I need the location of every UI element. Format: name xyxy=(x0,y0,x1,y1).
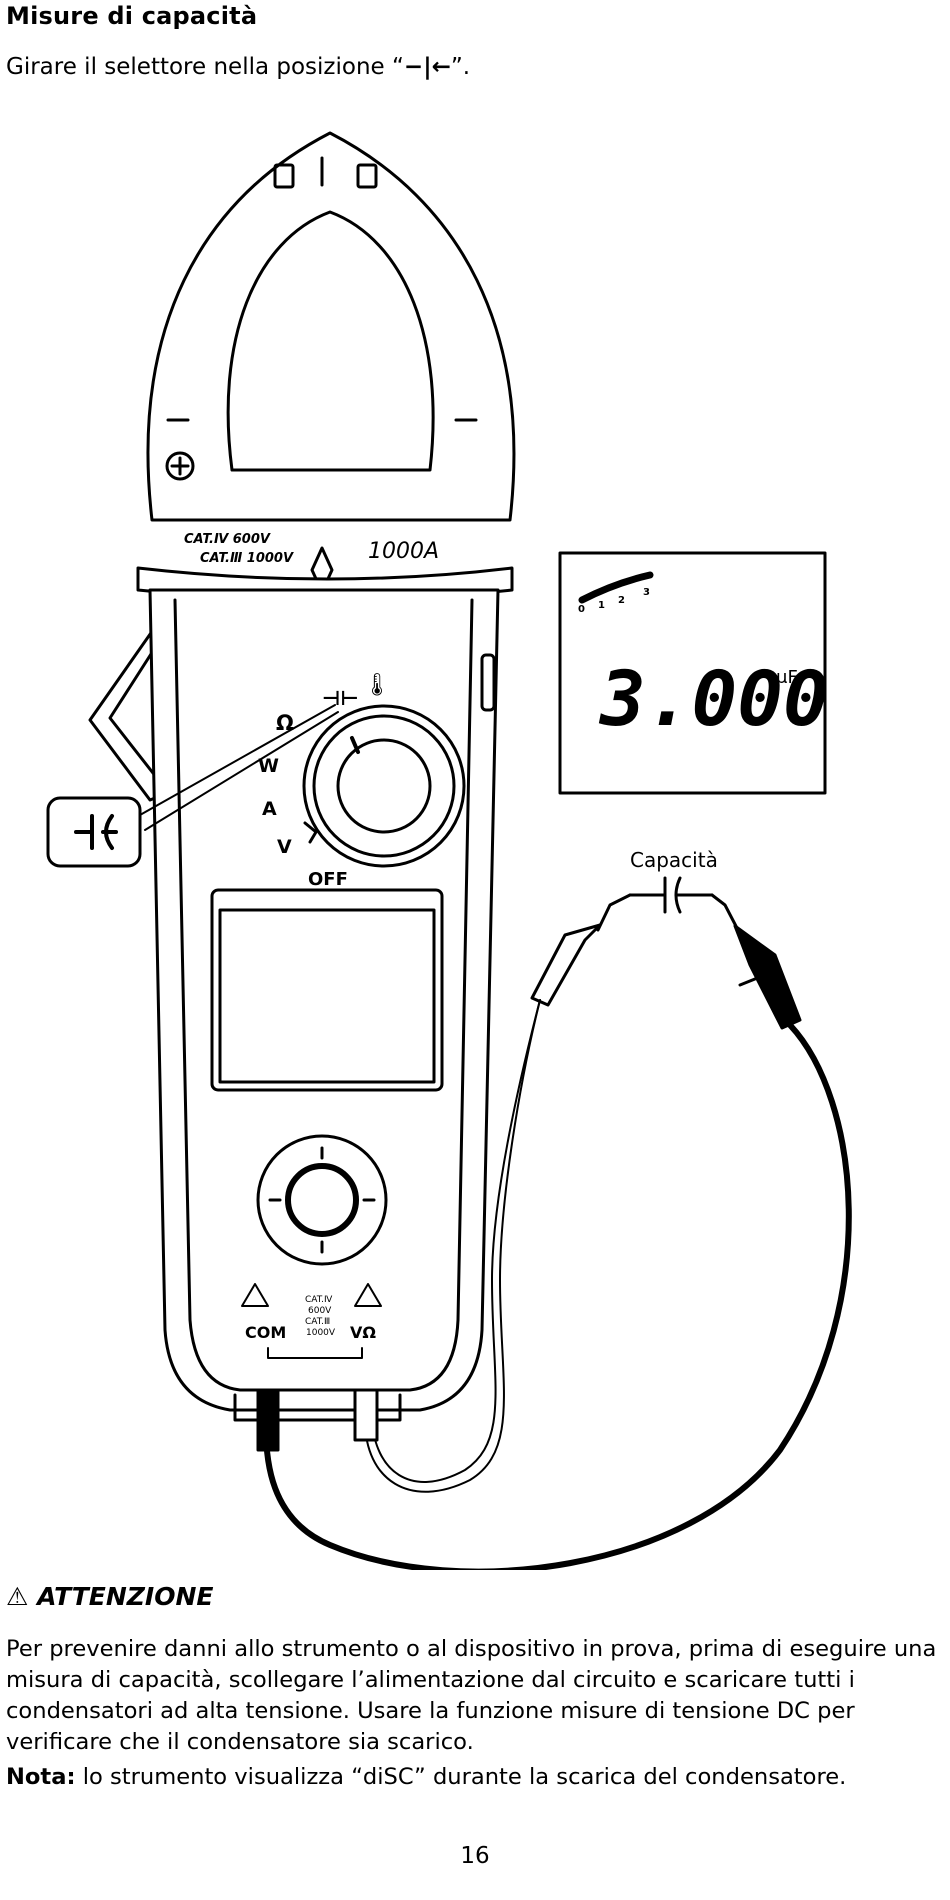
rotary-selector[interactable] xyxy=(302,704,466,868)
section-title: Misure di capacità xyxy=(6,2,258,30)
warning-body: Per prevenire danni allo strumento o al … xyxy=(6,1636,937,1755)
selector-label-off: OFF xyxy=(308,869,348,890)
display-reading: 3.000 xyxy=(598,654,829,743)
capacitor-label: Capacità xyxy=(630,848,718,872)
jaw-rating-label: 1000A xyxy=(368,539,439,564)
com-lead-plug xyxy=(256,1388,280,1452)
terminal-cat-iii: CAT.Ⅲ xyxy=(305,1317,330,1327)
terminal-com-label: COM xyxy=(245,1323,286,1342)
note-body: lo strumento visualizza “diSC” durante l… xyxy=(75,1764,847,1790)
selector-label-ohm: Ω xyxy=(276,711,294,735)
meter-lcd-window xyxy=(210,888,444,1092)
page-number: 16 xyxy=(460,1843,490,1869)
capacitance-symbol: −|← xyxy=(403,54,451,80)
selector-capacitance-icon: ⊣⊢ xyxy=(322,686,359,710)
terminal-600v: 600V xyxy=(308,1306,332,1316)
display-scale-tick-0: 0 xyxy=(578,604,585,615)
terminal-1000v: 1000V xyxy=(306,1328,336,1338)
selector-label-a: A xyxy=(262,798,277,820)
rotary-knob[interactable] xyxy=(336,738,432,834)
instruction-prefix: Girare il selettore nella posizione “ xyxy=(6,54,404,80)
display-scale-tick-1: 1 xyxy=(598,600,605,611)
jaw-cat-iii-label: CAT.Ⅲ 1000V xyxy=(200,551,294,566)
clamp-jaws xyxy=(146,131,516,594)
warning-title-text: ATTENZIONE xyxy=(37,1582,214,1611)
jaw-cat-iv-label: CAT.Ⅳ 600V xyxy=(184,532,271,547)
clamp-meter-illustration: CAT.Ⅳ 600V CAT.Ⅲ 1000V 1000A Ω W A V OFF… xyxy=(46,131,852,1570)
note-text: Nota: lo strumento visualizza “diSC” dur… xyxy=(6,1764,846,1790)
meter-body xyxy=(148,588,500,1412)
navigation-button[interactable] xyxy=(256,1134,388,1266)
jaw-mark-right-icon xyxy=(356,163,378,189)
jaw-mark-left-icon xyxy=(273,163,295,189)
terminal-v-label: VΩ xyxy=(350,1323,376,1342)
warning-title: ⚠ ATTENZIONE xyxy=(6,1582,213,1611)
v-lead-plug xyxy=(353,1388,379,1442)
display-scale-tick-2: 2 xyxy=(618,595,625,606)
terminal-cat-iv: CAT.Ⅳ xyxy=(305,1295,333,1305)
note-label: Nota: xyxy=(6,1764,76,1790)
warning-triangle-icon xyxy=(354,1283,382,1307)
warning-triangle-icon: ⚠ xyxy=(6,1582,38,1611)
selector-temperature-icon: 🌡 xyxy=(363,673,391,698)
instruction-suffix: ”. xyxy=(450,54,471,80)
jaw-screw-icon xyxy=(165,451,195,481)
selector-label-v: V xyxy=(277,836,292,858)
selector-label-w: W xyxy=(258,755,279,777)
warning-triangle-icon xyxy=(241,1283,269,1307)
instruction-text: Girare il selettore nella posizione “−|←… xyxy=(6,54,470,80)
display-unit: μF xyxy=(776,667,798,688)
display-scale-tick-3: 3 xyxy=(643,587,650,598)
